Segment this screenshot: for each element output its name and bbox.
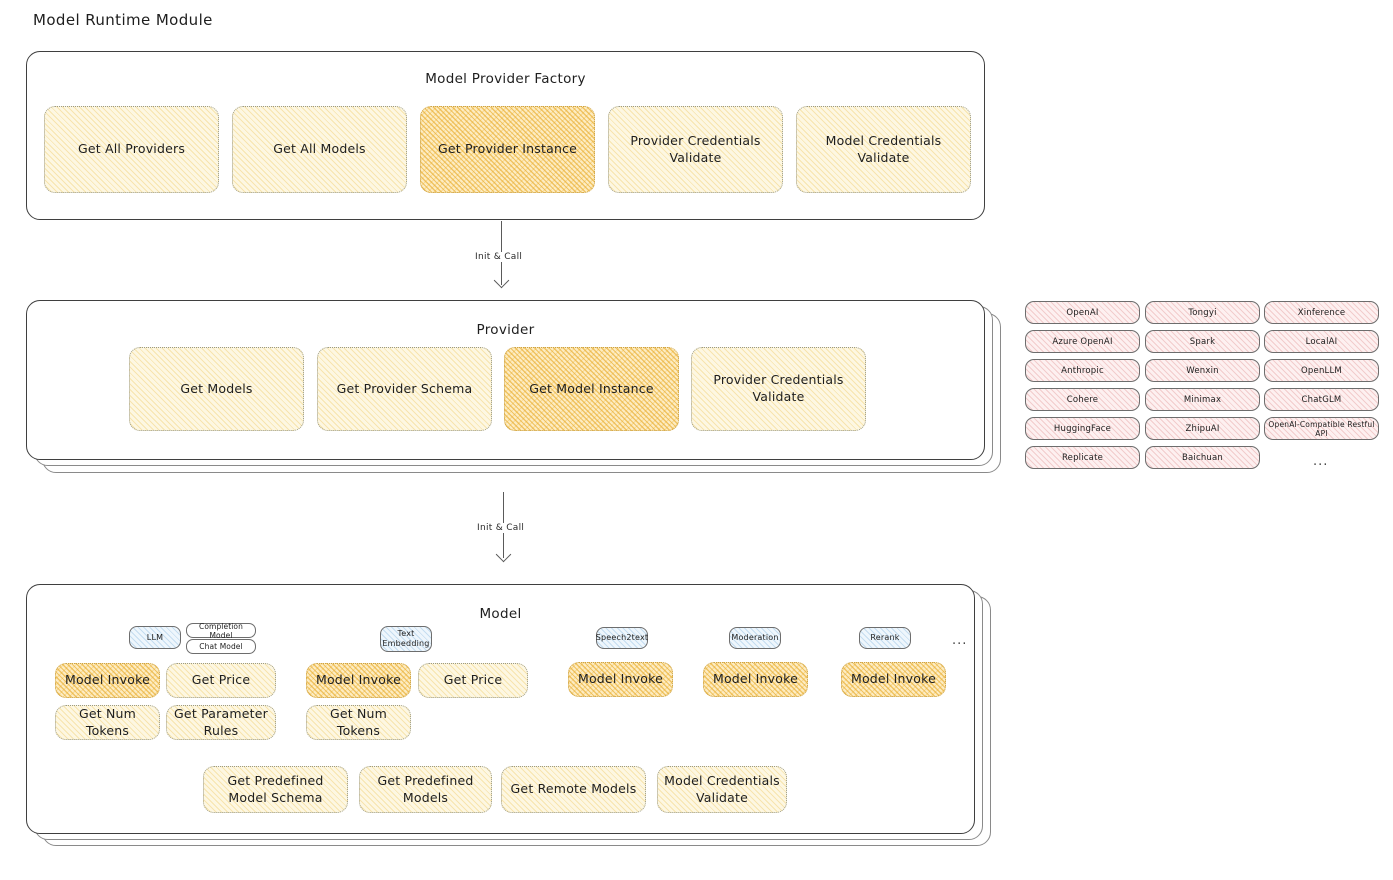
model-subtag-completion-model[interactable]: Completion Model (186, 622, 256, 640)
rerank-method-model-invoke[interactable]: Model Invoke (841, 662, 946, 697)
speech2text-method-model-invoke[interactable]: Model Invoke (568, 662, 673, 697)
text-embedding-method-get-num-tokens[interactable]: Get Num Tokens (306, 705, 411, 740)
page-title: Model Runtime Module (33, 11, 213, 29)
model-title: Model (479, 606, 522, 622)
provider-tag-list-ellipsis: ... (1313, 454, 1329, 469)
provider-tag-openllm[interactable]: OpenLLM (1264, 359, 1379, 382)
arrow-factory-to-provider-head (493, 272, 510, 289)
provider-node-get-provider-schema[interactable]: Get Provider Schema (317, 347, 492, 431)
model-common-method-get-remote-models[interactable]: Get Remote Models (501, 766, 646, 813)
provider-tag-openai-compatible-restful-api[interactable]: OpenAI-Compatible Restful API (1264, 417, 1379, 440)
model-type-tag-speech2text[interactable]: Speech2text (596, 627, 648, 649)
arrow-provider-to-model-head (495, 546, 512, 563)
factory-node-get-all-models[interactable]: Get All Models (232, 106, 407, 193)
llm-method-model-invoke[interactable]: Model Invoke (55, 663, 160, 698)
provider-tag-huggingface[interactable]: HuggingFace (1025, 417, 1140, 440)
provider-node-get-models[interactable]: Get Models (129, 347, 304, 431)
provider-tag-minimax[interactable]: Minimax (1145, 388, 1260, 411)
provider-tag-cohere[interactable]: Cohere (1025, 388, 1140, 411)
provider-tag-chatglm[interactable]: ChatGLM (1264, 388, 1379, 411)
model-type-tag-moderation[interactable]: Moderation (729, 627, 781, 649)
provider-tag-xinference[interactable]: Xinference (1264, 301, 1379, 324)
model-subtag-chat-model[interactable]: Chat Model (186, 639, 256, 654)
model-type-tag-text-embedding[interactable]: Text Embedding (380, 626, 432, 652)
provider-node-provider-credentials-validate[interactable]: Provider Credentials Validate (691, 347, 866, 431)
factory-node-provider-credentials-validate[interactable]: Provider Credentials Validate (608, 106, 783, 193)
provider-tag-anthropic[interactable]: Anthropic (1025, 359, 1140, 382)
provider-tag-localai[interactable]: LocalAI (1264, 330, 1379, 353)
factory-node-get-all-providers[interactable]: Get All Providers (44, 106, 219, 193)
arrow-provider-to-model-label: Init & Call (474, 523, 528, 533)
llm-method-get-parameter-rules[interactable]: Get Parameter Rules (166, 705, 276, 740)
text-embedding-method-model-invoke[interactable]: Model Invoke (306, 663, 411, 698)
provider-tag-wenxin[interactable]: Wenxin (1145, 359, 1260, 382)
provider-node-get-model-instance[interactable]: Get Model Instance (504, 347, 679, 431)
moderation-method-model-invoke[interactable]: Model Invoke (703, 662, 808, 697)
provider-tag-spark[interactable]: Spark (1145, 330, 1260, 353)
text-embedding-method-get-price[interactable]: Get Price (418, 663, 528, 698)
provider-title: Provider (476, 322, 535, 338)
model-common-method-get-predefined-models[interactable]: Get Predefined Models (359, 766, 492, 813)
model-common-method-model-credentials-validate[interactable]: Model Credentials Validate (657, 766, 787, 813)
provider-tag-tongyi[interactable]: Tongyi (1145, 301, 1260, 324)
provider-tag-baichuan[interactable]: Baichuan (1145, 446, 1260, 469)
model-type-tag-llm[interactable]: LLM (129, 626, 181, 649)
model-provider-factory-title: Model Provider Factory (425, 71, 586, 87)
model-common-method-get-predefined-model-schema[interactable]: Get Predefined Model Schema (203, 766, 348, 813)
provider-tag-replicate[interactable]: Replicate (1025, 446, 1140, 469)
llm-method-get-price[interactable]: Get Price (166, 663, 276, 698)
factory-node-model-credentials-validate[interactable]: Model Credentials Validate (796, 106, 971, 193)
llm-method-get-num-tokens[interactable]: Get Num Tokens (55, 705, 160, 740)
model-types-ellipsis: ... (952, 633, 968, 648)
provider-tag-openai[interactable]: OpenAI (1025, 301, 1140, 324)
arrow-factory-to-provider-label: Init & Call (472, 252, 526, 262)
provider-tag-zhipuai[interactable]: ZhipuAI (1145, 417, 1260, 440)
model-type-tag-rerank[interactable]: Rerank (859, 627, 911, 649)
provider-tag-azure-openai[interactable]: Azure OpenAI (1025, 330, 1140, 353)
factory-node-get-provider-instance[interactable]: Get Provider Instance (420, 106, 595, 193)
